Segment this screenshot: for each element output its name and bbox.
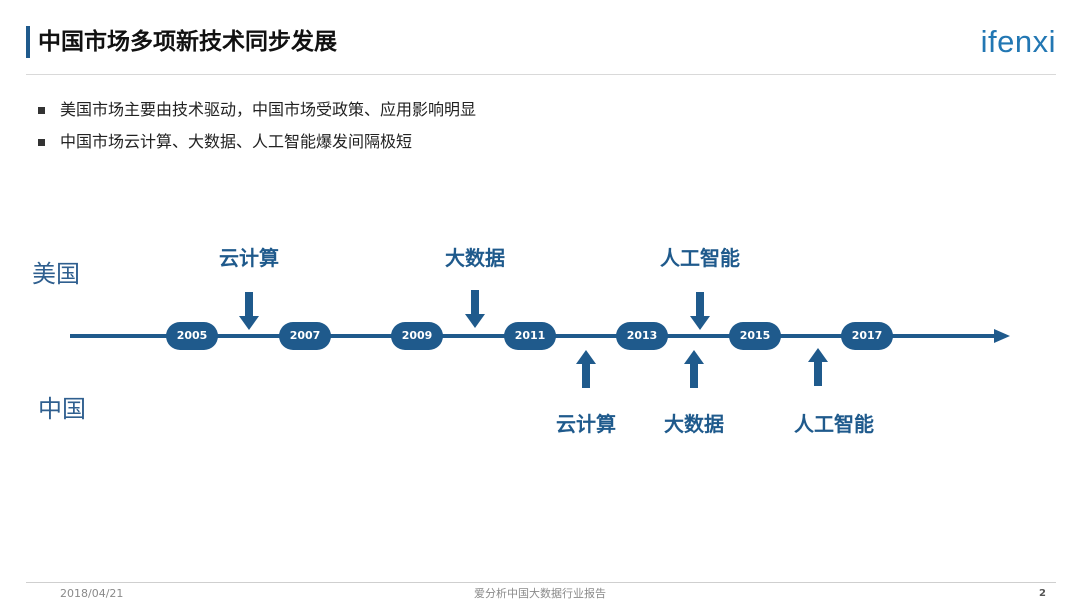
- year-pill-2011: 2011: [504, 322, 556, 350]
- up-arrow-icon: [576, 350, 596, 388]
- brand-logo: ifenxi: [980, 24, 1056, 59]
- down-arrow-icon: [465, 290, 485, 328]
- page-number: 2: [1039, 588, 1046, 599]
- year-pill-2007: 2007: [279, 322, 331, 350]
- year-pill-2009: 2009: [391, 322, 443, 350]
- footer-report-name: 爱分析中国大数据行业报告: [474, 587, 606, 600]
- bullet-item: 美国市场主要由技术驱动，中国市场受政策、应用影响明显: [38, 100, 476, 132]
- bullet-text: 中国市场云计算、大数据、人工智能爆发间隔极短: [60, 132, 413, 151]
- title-accent-bar: [26, 26, 30, 58]
- cn-event-ai-label: 人工智能: [794, 412, 874, 436]
- bullet-square-icon: [38, 139, 45, 146]
- year-pill-2017: 2017: [841, 322, 893, 350]
- up-arrow-icon: [684, 350, 704, 388]
- page-title: 中国市场多项新技术同步发展: [38, 29, 337, 55]
- axis-arrow-head-icon: [994, 329, 1010, 343]
- us-event-cloud-label: 云计算: [219, 246, 279, 270]
- row-label-us: 美国: [32, 260, 80, 288]
- cn-event-bigdata-label: 大数据: [664, 412, 724, 436]
- us-event-ai-label: 人工智能: [660, 246, 740, 270]
- header-divider: [26, 74, 1056, 75]
- year-pill-2013: 2013: [616, 322, 668, 350]
- footer-date: 2018/04/21: [60, 587, 124, 600]
- year-pill-2005: 2005: [166, 322, 218, 350]
- down-arrow-icon: [690, 292, 710, 330]
- footer-divider: [26, 582, 1056, 583]
- cn-event-cloud-label: 云计算: [556, 412, 616, 436]
- bullet-list: 美国市场主要由技术驱动，中国市场受政策、应用影响明显 中国市场云计算、大数据、人…: [38, 100, 476, 164]
- row-label-cn: 中国: [38, 395, 86, 423]
- bullet-text: 美国市场主要由技术驱动，中国市场受政策、应用影响明显: [60, 100, 477, 119]
- us-event-bigdata-label: 大数据: [445, 246, 505, 270]
- bullet-square-icon: [38, 107, 45, 114]
- up-arrow-icon: [808, 348, 828, 386]
- bullet-item: 中国市场云计算、大数据、人工智能爆发间隔极短: [38, 132, 476, 164]
- down-arrow-icon: [239, 292, 259, 330]
- year-pill-2015: 2015: [729, 322, 781, 350]
